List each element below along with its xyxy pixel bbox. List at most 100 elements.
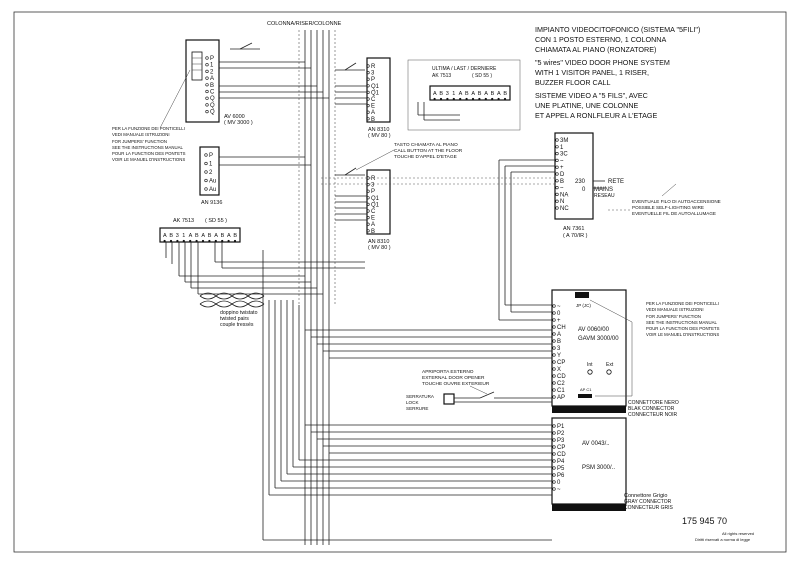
terminal-label: B: [210, 83, 214, 89]
terminal-label: A: [163, 233, 167, 239]
terminal-label: 3: [371, 71, 375, 77]
title-en-1: "5 wires" VIDEO DOOR PHONE SYSTEM: [535, 58, 670, 67]
terminal-dot: [452, 97, 455, 101]
title-en-2: WITH 1 VISITOR PANEL, 1 RISER,: [535, 68, 649, 77]
terminal-dot: [366, 77, 370, 81]
terminal-dot: [552, 438, 556, 442]
terminal-label: P: [371, 77, 375, 83]
svg-text:couple tressés: couple tressés: [220, 322, 254, 328]
terminal-dot: [366, 110, 370, 114]
psu-wires: [320, 159, 555, 321]
terminal-dot: [555, 179, 559, 183]
svg-text:SEE THE INSTRUCTIONS MANUAL: SEE THE INSTRUCTIONS MANUAL: [646, 320, 717, 325]
terminal-label: ~: [560, 186, 564, 192]
terminal-label: P5: [557, 466, 565, 472]
terminal-label: A: [214, 233, 218, 239]
terminal-dot: [366, 97, 370, 101]
terminal-dot: [552, 381, 556, 385]
terminal-dot: [552, 431, 556, 435]
terminal-dot: [433, 97, 436, 101]
an7361-sub: ( A 70/IR ): [563, 233, 588, 239]
terminal-dot: [366, 196, 370, 200]
terminal-label: CH: [557, 325, 566, 331]
terminal-label: 0: [557, 311, 561, 317]
svg-text:TASTO CHIAMATA AL PIANO: TASTO CHIAMATA AL PIANO: [394, 142, 458, 148]
apartment-wires: [219, 61, 367, 221]
terminal-label: B: [169, 233, 173, 239]
terminal-label: C: [371, 209, 376, 215]
terminal-dot: [465, 97, 468, 101]
av0060-name: AV 0060/00: [578, 327, 610, 333]
terminal-label: ~: [560, 158, 564, 164]
terminal-dot: [552, 445, 556, 449]
terminal-dot: [471, 97, 475, 101]
terminal-dot: [439, 97, 443, 101]
title-fr-1: SISTEME VIDEO A "5 FILS", AVEC: [535, 91, 648, 100]
terminal-label: P: [209, 153, 213, 159]
terminal-label: B: [221, 233, 225, 239]
self-lighting-note: EVENTUALE FILO DI AUTOACCENSIONE POSSIBL…: [608, 183, 721, 216]
terminal-dot: [204, 153, 208, 157]
terminal-label: CD: [557, 452, 566, 458]
terminal-label: A: [484, 91, 488, 97]
terminal-dot: [552, 318, 556, 322]
mains-0: 0: [582, 187, 586, 193]
terminal-label: A: [497, 91, 501, 97]
terminal-label: Y: [557, 353, 561, 359]
terminal-dot: [205, 103, 209, 107]
ak7513-last-title: ULTIMA / LAST / DERNIERE: [432, 66, 497, 72]
terminal-label: 3: [557, 346, 561, 352]
ak7513-last-model: AK 7513: [432, 73, 451, 79]
terminal-dot: [208, 239, 211, 243]
svg-text:twisted pairs: twisted pairs: [220, 316, 249, 322]
terminal-dot: [555, 206, 559, 210]
terminal-label: B: [491, 91, 495, 97]
terminal-label: B: [439, 91, 443, 97]
terminal-label: A: [557, 332, 561, 338]
terminal-dot: [552, 332, 556, 336]
terminal-label: Q1: [371, 196, 380, 202]
mains-label-fr: RESEAU: [594, 193, 615, 199]
terminal-label: C: [210, 90, 215, 96]
terminal-label: P3: [557, 438, 565, 444]
terminal-dot: [552, 353, 556, 357]
door-lock: APRIPORTA ESTERNO EXTERNAL DOOR OPENER T…: [406, 369, 552, 411]
an8310-bottom-name: AN 8310: [368, 239, 389, 245]
terminal-label: P6: [557, 473, 565, 479]
an7361-name: AN 7361: [563, 226, 584, 232]
terminal-dot: [205, 69, 209, 73]
terminal-dot: [204, 170, 208, 174]
av0043-name: AV 0043/..: [582, 441, 610, 447]
terminal-label: ~: [557, 487, 561, 493]
av6000-name: AV 6000: [224, 114, 245, 120]
terminal-dot: [552, 473, 556, 477]
terminal-dot: [214, 239, 217, 243]
terminal-label: 2: [209, 170, 213, 176]
terminal-label: NA: [560, 192, 568, 198]
terminal-dot: [503, 97, 507, 101]
terminal-dot: [201, 239, 205, 243]
svg-text:FOR JUMPERS' FUNCTION: FOR JUMPERS' FUNCTION: [112, 139, 167, 144]
terminal-dot: [233, 239, 237, 243]
terminal-dot: [366, 70, 370, 75]
terminal-dot: [497, 97, 500, 101]
terminal-dot: [552, 395, 556, 399]
gray-connector-fr: CONNECTEUR GRIS: [624, 505, 674, 511]
terminal-label: 1: [452, 91, 455, 97]
terminal-dot: [366, 222, 370, 226]
mains-label-en: MAINS: [594, 187, 613, 193]
svg-text:BLAK CONNECTOR: BLAK CONNECTOR: [628, 406, 675, 412]
terminal-dot: [227, 239, 230, 243]
mains-230: 230: [575, 179, 586, 185]
terminal-dot: [189, 239, 192, 243]
svg-text:SERRURE: SERRURE: [406, 406, 428, 411]
terminal-label: 1: [210, 63, 214, 69]
terminal-dot: [555, 172, 559, 176]
svg-text:EXTERNAL DOOR OPENER: EXTERNAL DOOR OPENER: [422, 375, 485, 381]
terminal-dot: [205, 89, 209, 94]
terminal-dot: [552, 367, 556, 371]
title-it-3: CHIAMATA AL PIANO (RONZATORE): [535, 45, 656, 54]
